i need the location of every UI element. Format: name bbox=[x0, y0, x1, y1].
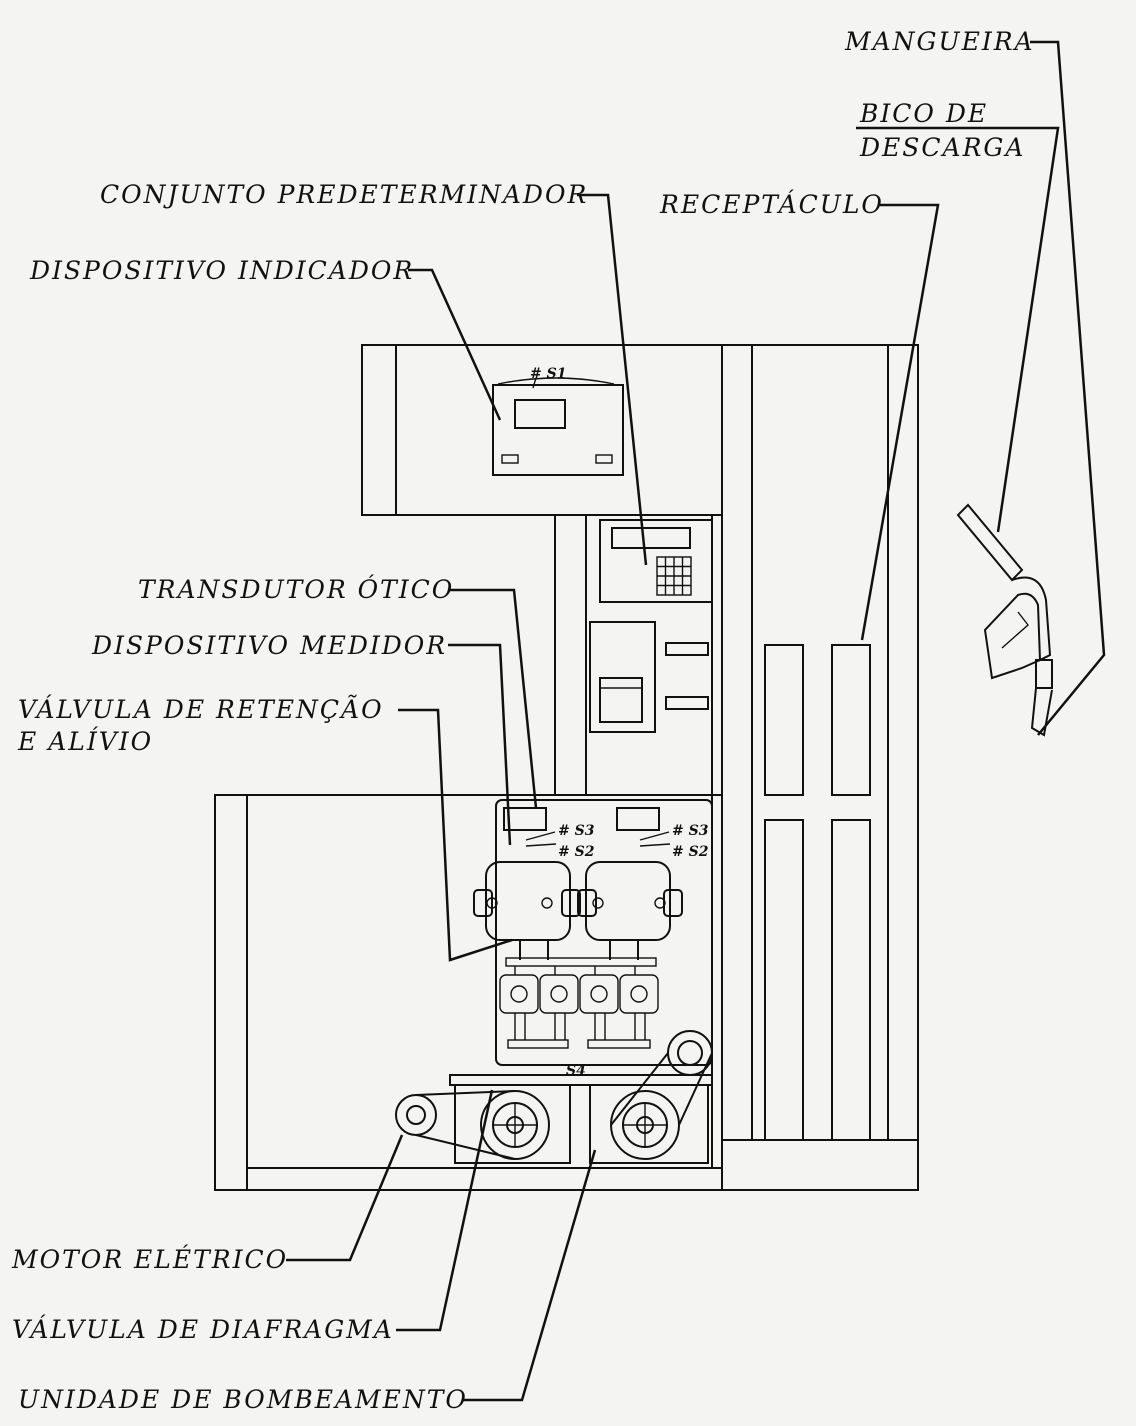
label-bico-line2: DESCARGA bbox=[859, 133, 1025, 162]
label-dispositivo-medidor: DISPOSITIVO MEDIDOR bbox=[91, 631, 447, 660]
label-unidade-bombeamento: UNIDADE DE BOMBEAMENTO bbox=[18, 1385, 468, 1414]
discharge-nozzle bbox=[956, 503, 1053, 737]
labels: MANGUEIRA BICO DE DESCARGA CONJUNTO PRED… bbox=[11, 27, 1035, 1414]
label-receptaculo: RECEPTÁCULO bbox=[659, 190, 884, 219]
hydraulic-module bbox=[449, 799, 713, 1086]
seal-s2-right: # S2 bbox=[672, 844, 709, 860]
pumping-unit bbox=[454, 1084, 709, 1164]
payment-module bbox=[589, 621, 709, 733]
label-bico-line1: BICO DE bbox=[859, 99, 988, 128]
leader-lines bbox=[286, 40, 1106, 1402]
label-valvula-retencao-line2: E ALÍVIO bbox=[17, 727, 153, 756]
label-transdutor-otico: TRANSDUTOR ÓTICO bbox=[138, 575, 454, 604]
seal-s1: # S1 bbox=[530, 366, 566, 382]
predetermining-keypad bbox=[599, 519, 713, 603]
label-valvula-retencao-line1: VÁLVULA DE RETENÇÃO bbox=[18, 695, 384, 724]
electric-motor bbox=[395, 1030, 713, 1160]
seal-s3-left: # S3 bbox=[558, 823, 595, 839]
label-conjunto-predeterminador: CONJUNTO PREDETERMINADOR bbox=[100, 180, 588, 209]
seal-s2-left: # S2 bbox=[558, 844, 595, 860]
seal-s4: S4 bbox=[566, 1063, 586, 1079]
label-valvula-diafragma: VÁLVULA DE DIAFRAGMA bbox=[12, 1315, 394, 1344]
label-mangueira: MANGUEIRA bbox=[844, 27, 1035, 56]
label-motor-eletrico: MOTOR ELÉTRICO bbox=[11, 1245, 288, 1274]
dispenser-body bbox=[214, 344, 919, 1191]
nozzle-receptacle bbox=[764, 644, 871, 1141]
label-dispositivo-indicador: DISPOSITIVO INDICADOR bbox=[29, 256, 414, 285]
seal-markers: # S1 # S3 # S2 # S3 # S2 S4 bbox=[530, 366, 709, 1079]
seal-s3-right: # S3 bbox=[672, 823, 709, 839]
indicator-display bbox=[492, 377, 624, 476]
keypad-grid bbox=[656, 556, 692, 596]
